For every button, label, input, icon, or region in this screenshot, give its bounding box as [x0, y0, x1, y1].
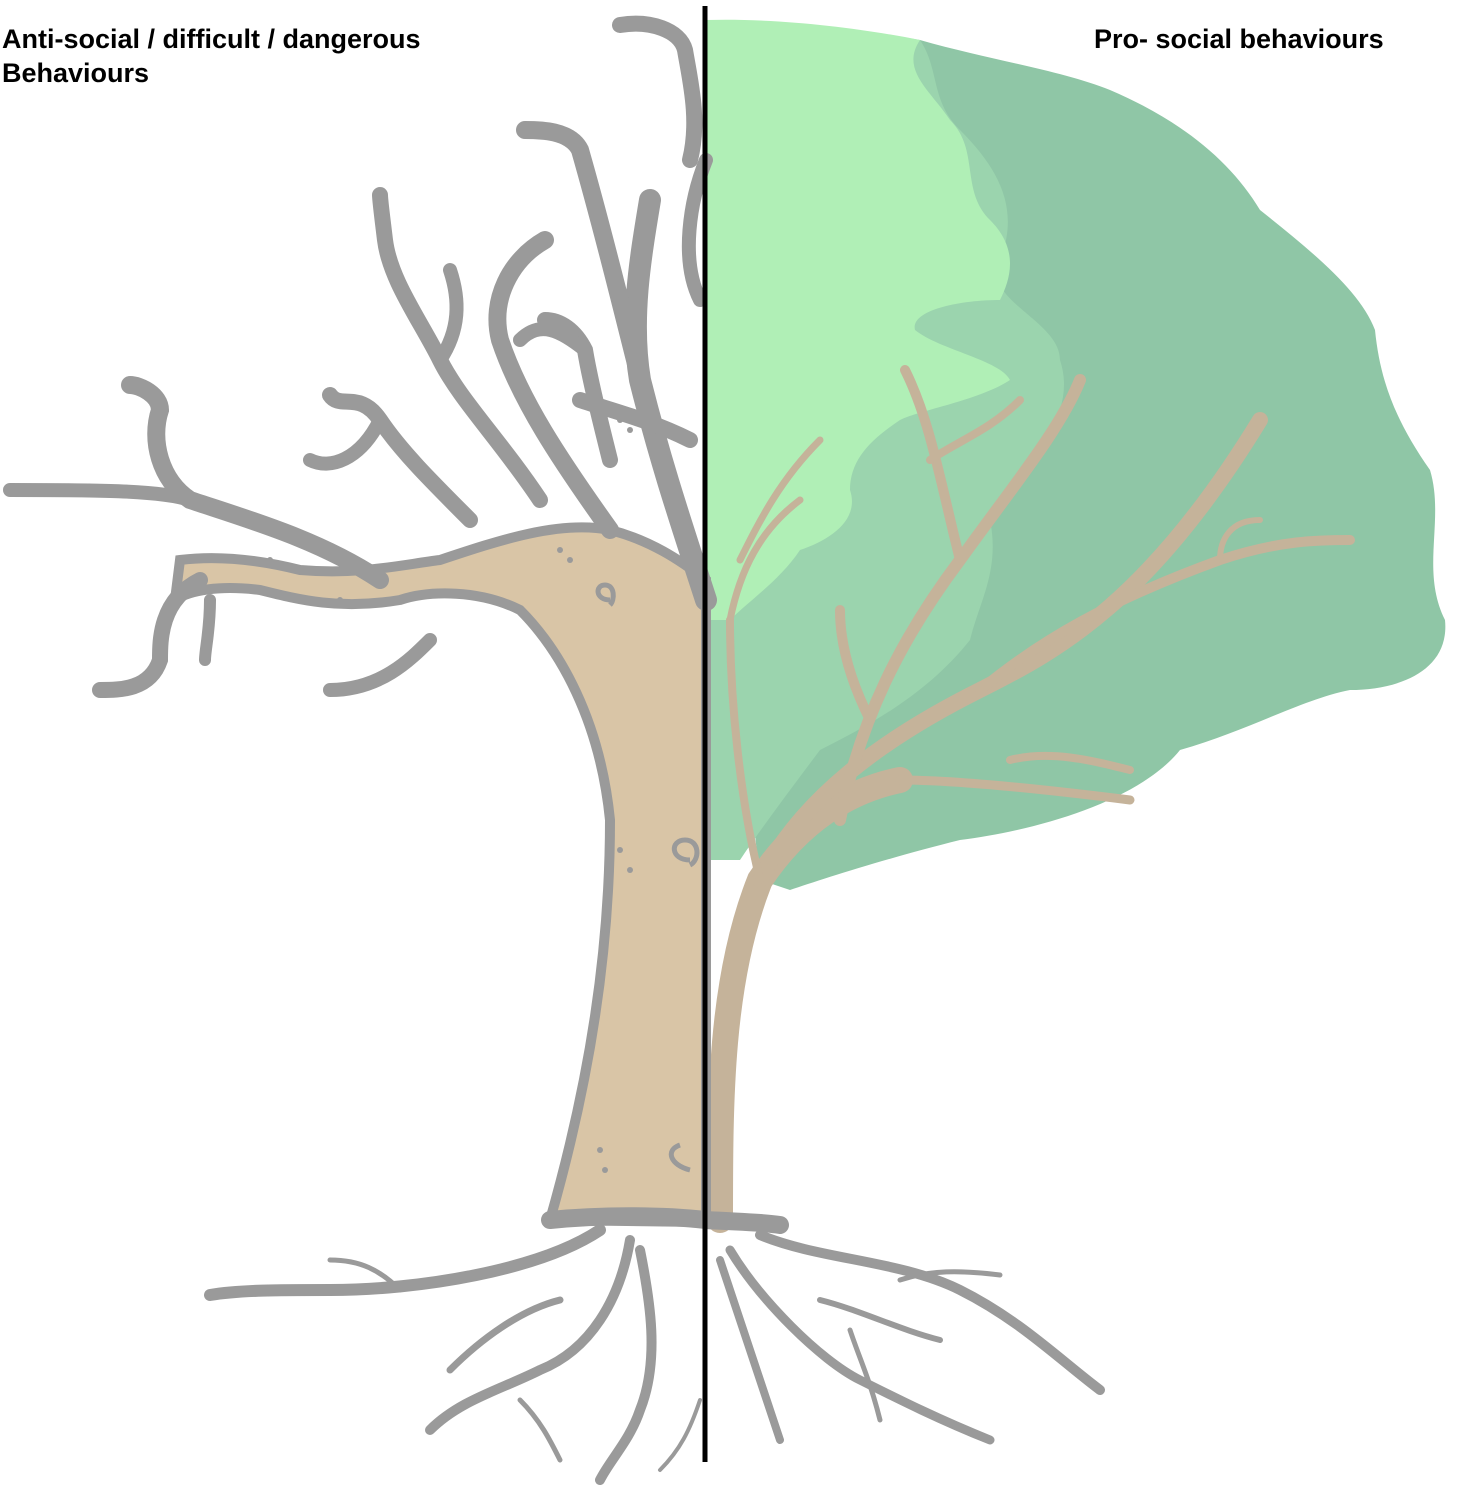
anti-social-label-line1: Anti-social / difficult / dangerous	[2, 22, 421, 56]
anti-social-label: Anti-social / difficult / dangerous Beha…	[2, 22, 421, 90]
anti-social-label-line2: Behaviours	[2, 56, 421, 90]
bare-tree-icon	[10, 24, 706, 1222]
trunk-icon	[175, 527, 706, 1222]
pro-social-label: Pro- social behaviours	[1094, 22, 1384, 56]
roots-icon	[210, 1216, 1100, 1480]
leafy-tree-icon	[706, 20, 1445, 1220]
